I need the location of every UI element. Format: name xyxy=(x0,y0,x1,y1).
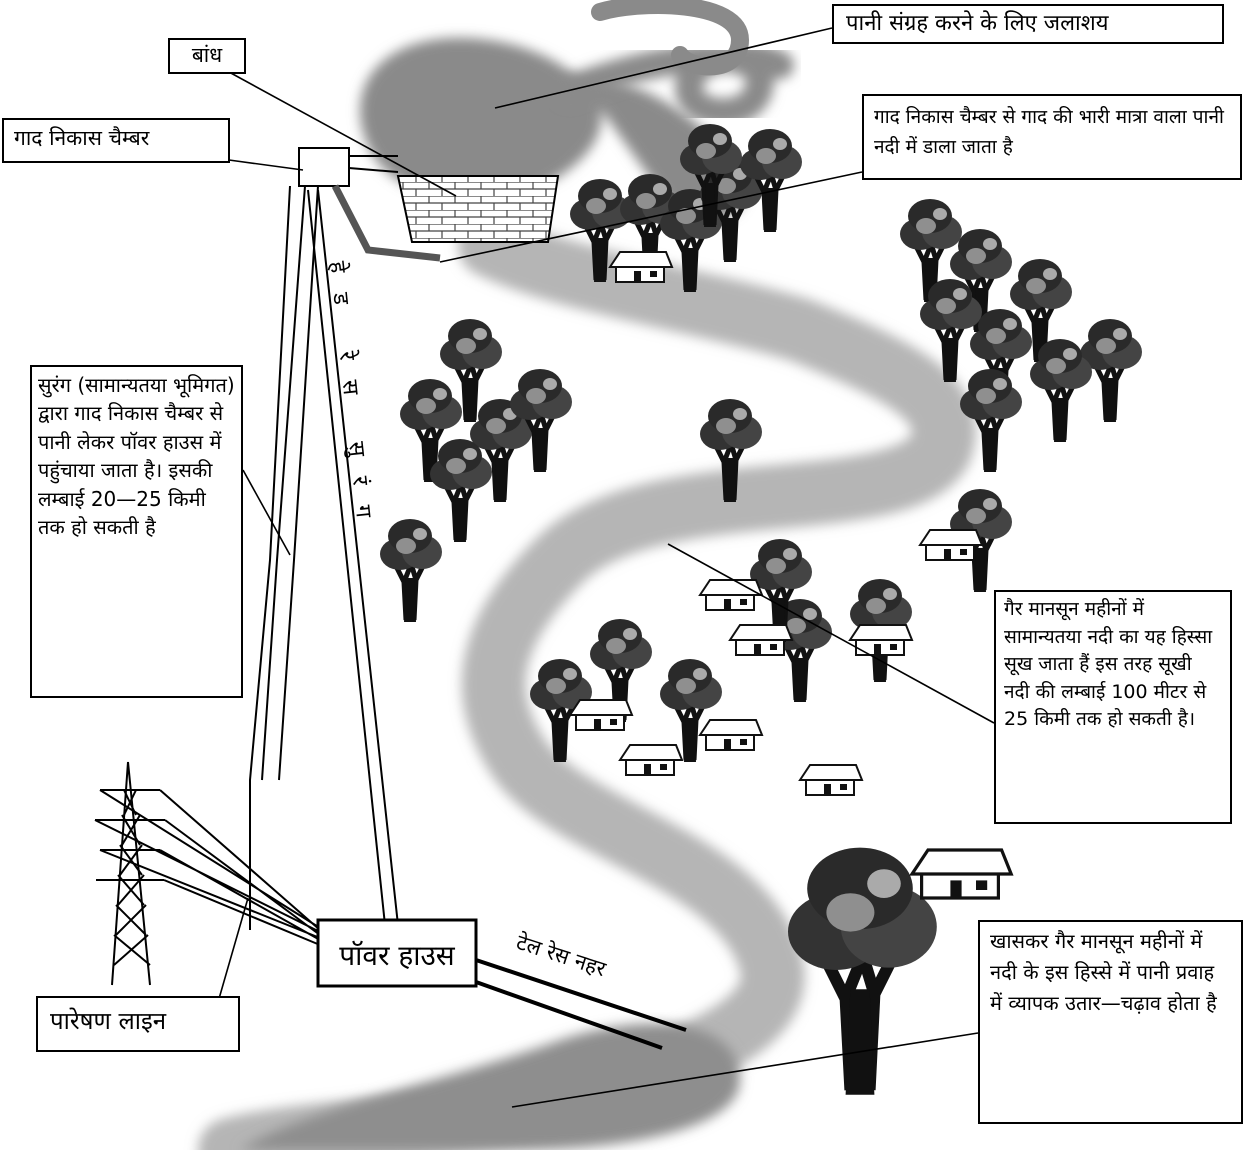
flow-variation-label: खासकर गैर मानसून महीनों में नदी के इस हि… xyxy=(978,920,1243,1124)
dam-label-text: बांध xyxy=(191,43,223,67)
power-house-box xyxy=(316,918,478,988)
dry-stretch-label-text: गैर मानसून महीनों में सामान्यतया नदी का … xyxy=(1004,598,1213,731)
tunnel-note-label-text: सुरंग (सामान्यतया भूमिगत) द्वारा गाद निक… xyxy=(38,373,235,539)
desilting-chamber-label-text: गाद निकास चैम्बर xyxy=(14,126,150,150)
head-race-tunnel-label: हेड रेस सुरंग xyxy=(324,260,379,539)
dam-wall-icon xyxy=(396,175,560,243)
transmission-line-label: पारेषण लाइन xyxy=(36,996,240,1052)
reservoir-label-text: पानी संग्रह करने के लिए जलाशय xyxy=(846,11,1109,36)
river-lower-pool xyxy=(240,1023,740,1150)
transmission-line-label-text: पारेषण लाइन xyxy=(50,1007,167,1035)
dry-stretch-label: गैर मानसून महीनों में सामान्यतया नदी का … xyxy=(994,590,1232,824)
silt-flushing-channel xyxy=(331,184,441,262)
tail-race-channel xyxy=(475,958,687,1050)
leader-lines xyxy=(209,27,995,1108)
tail-race-label: टेल रेस नहर xyxy=(513,930,609,981)
large-tree-icon xyxy=(788,848,937,1095)
head-race-tunnel xyxy=(261,185,319,781)
desilting-chamber-icon xyxy=(298,147,350,187)
reservoir-label: पानी संग्रह करने के लिए जलाशय xyxy=(832,4,1224,44)
transmission-tower-icon xyxy=(94,761,321,986)
power-house-label: पॉवर हाउस xyxy=(339,939,456,972)
flow-variation-label-text: खासकर गैर मानसून महीनों में नदी के इस हि… xyxy=(990,929,1217,1015)
tunnel-note-label: सुरंग (सामान्यतया भूमिगत) द्वारा गाद निक… xyxy=(30,365,243,698)
dam-label: बांध xyxy=(168,38,246,74)
desilting-chamber-label: गाद निकास चैम्बर xyxy=(2,118,230,163)
silt-discharge-label-text: गाद निकास चैम्बर से गाद की भारी मात्रा व… xyxy=(874,106,1224,159)
silt-discharge-label: गाद निकास चैम्बर से गाद की भारी मात्रा व… xyxy=(862,94,1242,180)
